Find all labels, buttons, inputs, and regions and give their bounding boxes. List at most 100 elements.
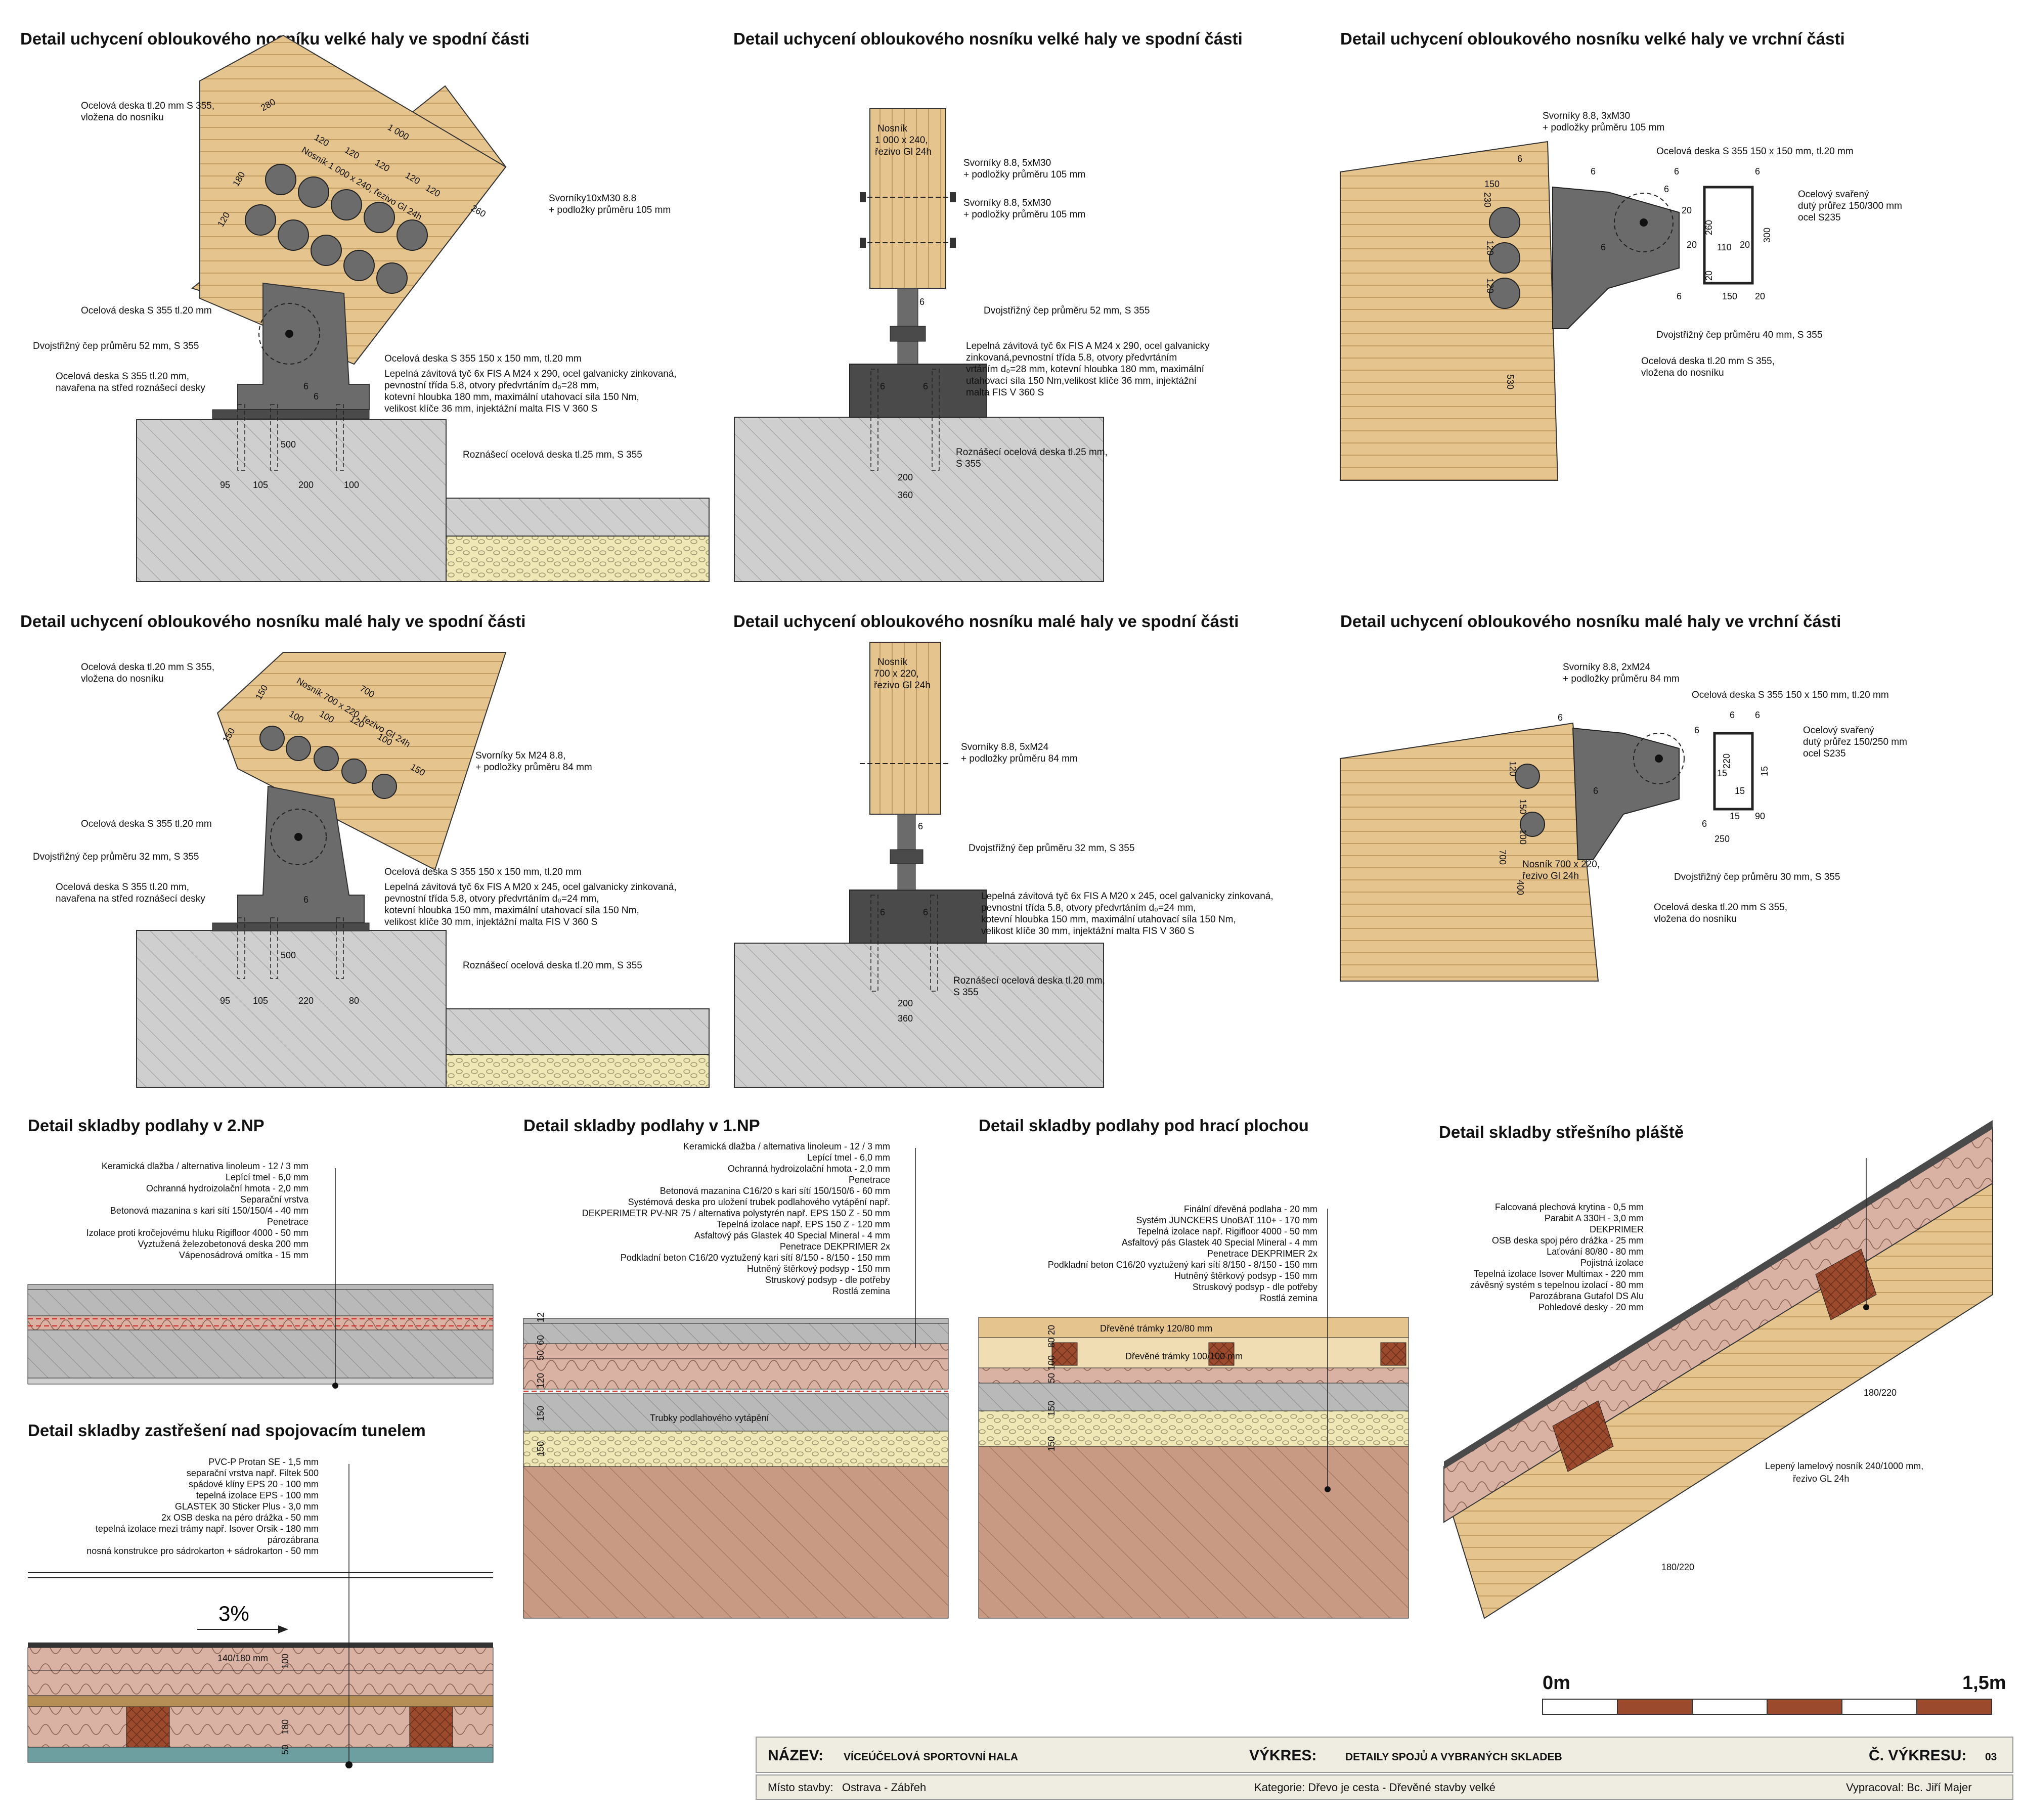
detail-6-label: ocel S235 — [1803, 748, 1846, 759]
detail-6-dim: 6 — [1694, 725, 1699, 735]
s2-layer: Lepící tmel - 6,0 mm — [807, 1152, 890, 1163]
detail-1-dim: 6 — [314, 391, 319, 402]
detail-3-label: Ocelový svařený — [1798, 189, 1869, 200]
detail-3-dim: 6 — [1755, 166, 1760, 176]
detail-6-dim: 250 — [1714, 834, 1730, 844]
detail-5-dim: 6 — [918, 821, 923, 831]
detail-3-label: Dvojstřižný čep průměru 40 mm, S 355 — [1656, 330, 1822, 340]
section-s5-title: Detail skladby zastřešení nad spojovacím… — [28, 1421, 426, 1440]
detail-5-label: kotevní hloubka 150 mm, maximální utahov… — [981, 914, 1236, 925]
pin-outline-6 — [1633, 733, 1685, 784]
pin-center-3 — [1640, 218, 1648, 227]
bolts-4 — [259, 726, 397, 799]
s1-acoustic — [27, 1315, 494, 1330]
detail-6-label: Ocelová deska tl.20 mm S 355, — [1654, 902, 1787, 913]
tb-cislo-label: Č. VÝKRESU: — [1869, 1747, 1966, 1764]
scale-segment — [1916, 1699, 1992, 1715]
s4-layer: Tepelná izolace Isover Multimax - 220 mm — [1474, 1269, 1644, 1279]
steel-gusset-3 — [1552, 186, 1680, 329]
s3-concrete — [978, 1383, 1409, 1411]
detail-6-label: Ocelová deska S 355 150 x 150 mm, tl.20 … — [1692, 690, 1889, 700]
s1-layer: Vápenosádrová omítka - 15 mm — [179, 1250, 309, 1260]
detail-6-label: Svorníky 8.8, 2xM24 — [1563, 662, 1651, 673]
detail-6-label: + podložky průměru 84 mm — [1563, 674, 1680, 684]
detail-6-label: vložena do nosníku — [1654, 914, 1737, 924]
detail-4-dim: 500 — [281, 950, 296, 960]
s3-layer: Penetrace DEKPRIMER 2x — [1207, 1249, 1317, 1259]
scale-bar: 0m 1,5m — [1542, 1672, 2006, 1715]
detail-6-dim: 6 — [1702, 819, 1707, 829]
detail-4-label: Ocelová deska S 355 tl.20 mm, — [56, 882, 189, 893]
detail-6-label: řezivo Gl 24h — [1522, 871, 1579, 881]
detail-1-label: vložena do nosníku — [81, 112, 164, 123]
s3-layer: Hutněný štěrkový podsyp - 150 mm — [1174, 1271, 1317, 1281]
detail-6-dim: 15 — [1730, 811, 1740, 821]
s2-layer: Ochranná hydroizolační hmota - 2,0 mm — [728, 1164, 890, 1174]
detail-6-dim: 6 — [1558, 713, 1563, 723]
s3-dim: 50 — [1046, 1373, 1057, 1383]
detail-1-label: + podložky průměru 105 mm — [549, 205, 671, 215]
tb-kategorie: Kategorie: Dřevo je cesta - Dřevěné stav… — [1254, 1781, 1496, 1794]
detail-5-label: pevnostní třída 5.8, otvory předvrtáním … — [981, 903, 1196, 913]
s3-note: Dřevěné trámky 100/100 mm — [1125, 1351, 1243, 1361]
s3-note: Dřevěné trámky 120/80 mm — [1100, 1323, 1212, 1334]
s2-layer: Rostlá zemina — [832, 1286, 891, 1296]
section-s4-title: Detail skladby střešního pláště — [1439, 1123, 1684, 1141]
detail-2-label: Roznášecí ocelová deska tl.25 mm, — [956, 447, 1108, 458]
s4-purlin-a — [1815, 1249, 1877, 1320]
detail-3-dim: 6 — [1517, 154, 1522, 164]
detail-6-dim: 700 — [1498, 850, 1508, 865]
s3-dim: 80 — [1046, 1338, 1057, 1348]
detail-2-label: utahovací síla 150 Nm,velikost klíče 36 … — [966, 376, 1197, 386]
detail-6-dim: 100 — [1518, 829, 1528, 845]
detail-5-dim: 6 — [923, 907, 928, 917]
detail-5-label: + podložky průměru 84 mm — [961, 753, 1078, 764]
s2-layer: Podkladní beton C16/20 vyztužený kari sí… — [621, 1253, 890, 1263]
beam-top-large — [1340, 141, 1559, 481]
s5-layer: pározábrana — [268, 1535, 319, 1545]
s2-dim: 12 — [536, 1312, 546, 1322]
s2-dim: 150 — [536, 1441, 546, 1456]
tb-nazev: VÍCEÚČELOVÁ SPORTOVNÍ HALA — [844, 1751, 1018, 1763]
detail-4-title: Detail uchycení obloukového nosníku malé… — [20, 612, 525, 631]
s3-soil — [978, 1446, 1409, 1619]
pin-outline — [258, 303, 320, 365]
s1-layer: Penetrace — [267, 1217, 309, 1227]
detail-4-dim: 95 — [220, 996, 230, 1006]
s4-layer: Laťování 80/80 - 80 mm — [1547, 1247, 1644, 1257]
steel-gusset-6 — [1572, 727, 1680, 860]
detail-1-dim: 6 — [303, 381, 309, 391]
s3-insulation — [978, 1367, 1409, 1384]
steel-rhs-6 — [1713, 732, 1754, 811]
detail-4-label: navařena na střed roznášecí desky — [56, 894, 205, 904]
detail-1-label: velikost klíče 36 mm, injektážní malta F… — [384, 404, 597, 414]
s5-layer: 2x OSB deska na péro drážka - 50 mm — [161, 1513, 319, 1523]
detail-2-title: Detail uchycení obloukového nosníku velk… — [733, 29, 1243, 48]
s2-layer: Struskový podsyp - dle potřeby — [765, 1275, 890, 1285]
tb-misto: Ostrava - Zábřeh — [842, 1781, 926, 1794]
s2-layer: Hutněný štěrkový podsyp - 150 mm — [747, 1264, 890, 1274]
base-plate-5 — [849, 890, 987, 944]
detail-5-label: Lepelná závitová tyč 6x FIS A M20 x 245,… — [981, 891, 1273, 902]
detail-5: Detail uchycení obloukového nosníku malé… — [733, 612, 1273, 1088]
detail-3-dim: 6 — [1664, 184, 1669, 194]
s1-layer: Ochranná hydroizolační hmota - 2,0 mm — [146, 1183, 309, 1193]
concrete-foundation — [136, 419, 447, 582]
detail-5-dim: 6 — [880, 907, 885, 917]
anchor-rods-4 — [237, 917, 344, 979]
detail-6-dim: 400 — [1515, 880, 1525, 895]
detail-1-dim: 500 — [281, 439, 296, 450]
detail-1-label: kotevní hloubka 180 mm, maximální utahov… — [384, 392, 639, 403]
s3-layer: Rostlá zemina — [1260, 1293, 1318, 1303]
s1-layer: Betonová mazanina s kari sítí 150/150/4 … — [110, 1206, 309, 1216]
detail-4-label: Ocelová deska tl.20 mm S 355, — [81, 662, 214, 673]
detail-2-dim: 6 — [923, 381, 928, 391]
s3-layer: Finální dřevěná podlaha - 20 mm — [1184, 1204, 1317, 1214]
detail-5-label: 700 x 220, — [874, 669, 919, 679]
detail-2-label: Nosník — [877, 123, 908, 134]
detail-6-dim: 6 — [1755, 710, 1760, 720]
detail-2-dim: 6 — [880, 381, 885, 391]
detail-1-label: Lepelná závitová tyč 6x FIS A M24 x 290,… — [384, 369, 677, 379]
s2-layer: Asfaltový pás Glastek 40 Special Mineral… — [694, 1230, 890, 1240]
section-s1-title: Detail skladby podlahy v 2.NP — [28, 1116, 265, 1135]
